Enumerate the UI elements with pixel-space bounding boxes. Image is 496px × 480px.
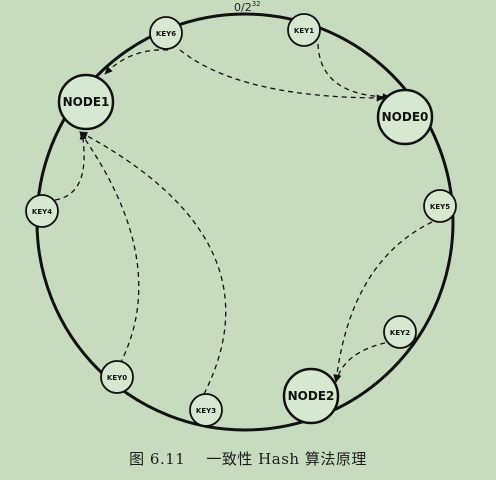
node-node2: NODE2 bbox=[282, 367, 340, 425]
figure-title: 一致性 Hash 算法原理 bbox=[206, 450, 367, 468]
arrow-key6-to-node1 bbox=[104, 49, 169, 75]
hash-ring bbox=[35, 12, 455, 432]
key-label: KEY1 bbox=[294, 27, 314, 35]
ring-origin-label: 0/232 bbox=[234, 0, 261, 14]
arrow-key4-to-node1 bbox=[54, 131, 87, 201]
key-key5: KEY5 bbox=[423, 189, 457, 223]
key-label: KEY3 bbox=[196, 407, 216, 415]
arrow-key1-to-node0 bbox=[317, 43, 391, 101]
key-label: KEY2 bbox=[390, 329, 410, 337]
arrow-key5-to-node2 bbox=[333, 221, 433, 383]
node-node0: NODE0 bbox=[376, 88, 434, 146]
key-key1: KEY1 bbox=[287, 13, 321, 47]
key-label: KEY4 bbox=[32, 208, 52, 216]
key-key3: KEY3 bbox=[189, 393, 223, 427]
figure-caption: 图 6.11 一致性 Hash 算法原理 bbox=[0, 448, 496, 469]
node-label: NODE0 bbox=[382, 110, 429, 124]
ring-origin-exponent: 32 bbox=[252, 0, 261, 8]
figure-number: 图 6.11 bbox=[129, 450, 186, 468]
arrow-key3-to-node1 bbox=[79, 131, 227, 395]
key-key2: KEY2 bbox=[383, 315, 417, 349]
arrow-key0-to-node1 bbox=[79, 131, 140, 365]
arrow-key6-to-node0 bbox=[179, 49, 385, 102]
node-label: NODE2 bbox=[288, 389, 335, 403]
key-key4: KEY4 bbox=[25, 194, 59, 228]
key-label: KEY6 bbox=[156, 30, 176, 38]
key-label: KEY5 bbox=[430, 203, 450, 211]
mapping-arrows bbox=[54, 43, 433, 395]
node-node1: NODE1 bbox=[57, 73, 115, 131]
key-key6: KEY6 bbox=[149, 16, 183, 50]
key-label: KEY0 bbox=[107, 374, 127, 382]
node-label: NODE1 bbox=[63, 95, 110, 109]
key-key0: KEY0 bbox=[100, 360, 134, 394]
